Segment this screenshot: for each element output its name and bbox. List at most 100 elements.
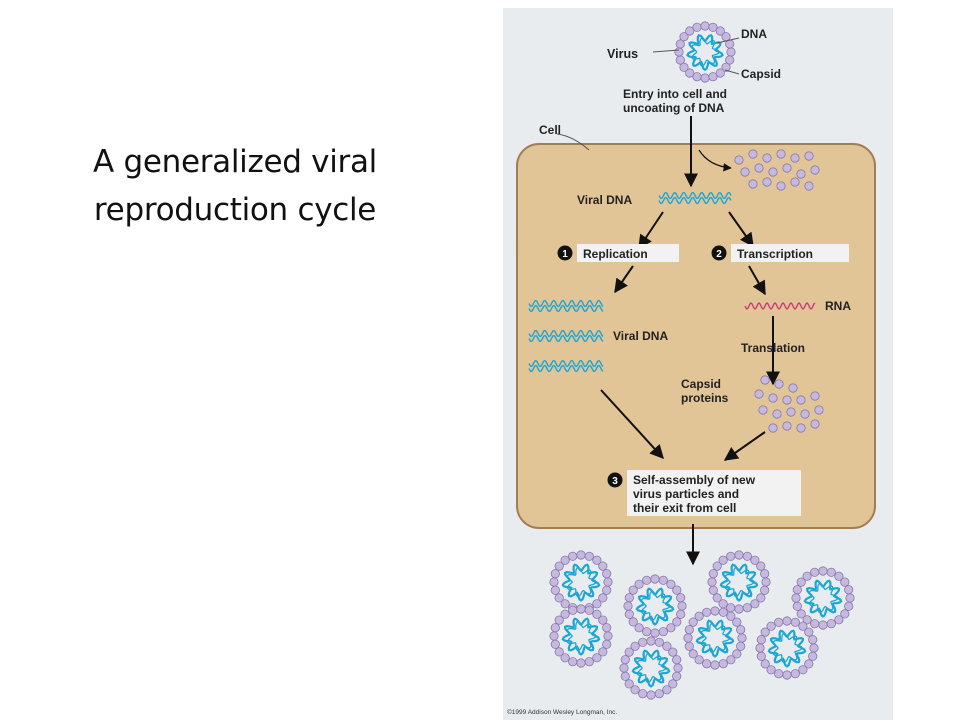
capsomere bbox=[620, 655, 630, 665]
capsomere bbox=[796, 169, 806, 179]
capsomere bbox=[676, 593, 686, 603]
capsomere bbox=[760, 585, 770, 595]
rna-strand bbox=[744, 302, 816, 310]
capsomere bbox=[598, 615, 608, 625]
viral-genome-coil bbox=[691, 37, 720, 67]
capsomere bbox=[576, 658, 586, 668]
capsomere bbox=[584, 551, 594, 561]
capsomere bbox=[642, 627, 652, 637]
capsomere bbox=[707, 577, 717, 587]
capsomere bbox=[666, 623, 676, 633]
capsomere bbox=[800, 409, 810, 419]
capsomere bbox=[568, 551, 578, 561]
capsomere bbox=[650, 574, 660, 584]
capsomere bbox=[685, 26, 695, 36]
capsomere bbox=[702, 607, 712, 617]
capsomere bbox=[603, 577, 613, 587]
viral-genome-coil bbox=[772, 632, 803, 664]
capsomere bbox=[774, 379, 784, 389]
capsomere bbox=[786, 407, 796, 417]
viral-genome-coil bbox=[686, 34, 724, 72]
capsomere bbox=[726, 611, 736, 621]
capsid-protein-cluster bbox=[754, 375, 824, 433]
step-1-number: 1 bbox=[562, 249, 568, 260]
capsomere bbox=[768, 393, 778, 403]
step-3-label-line-2: virus particles and bbox=[633, 487, 739, 501]
capsomere bbox=[662, 641, 672, 651]
capsomere bbox=[808, 635, 818, 645]
capsomere bbox=[684, 625, 694, 635]
capsomere bbox=[834, 615, 844, 625]
viral-genome-coil bbox=[566, 566, 597, 598]
capsomere bbox=[790, 669, 800, 679]
capsomere bbox=[702, 659, 712, 669]
proteins-to-assembly-arrow bbox=[723, 431, 766, 461]
dna-strand-line bbox=[528, 299, 604, 308]
capsomere bbox=[732, 617, 742, 627]
step-2-number: 2 bbox=[716, 249, 722, 260]
step-1-badge bbox=[557, 245, 573, 261]
progeny-virus bbox=[619, 636, 683, 700]
capsomere bbox=[790, 153, 800, 163]
progeny-virus bbox=[755, 616, 819, 680]
rna-label: RNA bbox=[825, 299, 851, 313]
cell-label: Cell bbox=[539, 123, 561, 137]
capsomere bbox=[804, 659, 814, 669]
capsomere bbox=[782, 616, 792, 626]
viral-cycle-diagram: Virus DNA Capsid Entry into cell and unc… bbox=[503, 8, 893, 720]
capsomere bbox=[774, 669, 784, 679]
capsomere bbox=[592, 609, 602, 619]
capsomere bbox=[758, 405, 768, 415]
capsomere bbox=[826, 567, 836, 577]
capsomere bbox=[756, 635, 766, 645]
step-2-box bbox=[731, 244, 849, 262]
capsomere bbox=[737, 633, 747, 643]
capsomere bbox=[802, 571, 812, 581]
capsomere bbox=[550, 569, 560, 579]
capsomere bbox=[638, 689, 648, 699]
capsomere bbox=[718, 607, 728, 617]
capsomere bbox=[598, 561, 608, 571]
capsomere bbox=[568, 605, 578, 615]
capsomere bbox=[672, 671, 682, 681]
capsomere bbox=[748, 179, 758, 189]
capsomere bbox=[592, 653, 602, 663]
capsomere bbox=[790, 177, 800, 187]
capsomere bbox=[782, 395, 792, 405]
copyright-text: ©1999 Addison Wesley Longman, Inc. bbox=[507, 708, 617, 716]
capsomere bbox=[754, 389, 764, 399]
capsomere bbox=[683, 633, 693, 643]
capsomere bbox=[677, 601, 687, 611]
capsomere bbox=[734, 604, 744, 614]
capsomere bbox=[766, 665, 776, 675]
capsomere bbox=[654, 689, 664, 699]
capsomere bbox=[834, 571, 844, 581]
capsomere bbox=[736, 625, 746, 635]
dna-strand-line bbox=[528, 364, 604, 373]
viral-genome-coil bbox=[803, 579, 843, 618]
capsomere bbox=[742, 603, 752, 613]
capsomere bbox=[576, 550, 586, 560]
capsomere bbox=[560, 555, 570, 565]
rna-strand-line bbox=[744, 302, 816, 310]
capsomere bbox=[672, 585, 682, 595]
capsomere bbox=[675, 55, 685, 65]
capsomere bbox=[750, 555, 760, 565]
capsomere bbox=[666, 579, 676, 589]
dna-leader-line bbox=[716, 37, 740, 44]
viral-dna-label-replicated: Viral DNA bbox=[613, 329, 668, 343]
dna-strand-line bbox=[658, 191, 732, 200]
entry-label-line-1: Entry into cell and bbox=[623, 87, 727, 101]
capsomere bbox=[630, 685, 640, 695]
capsomere bbox=[688, 617, 698, 627]
capsomere bbox=[642, 575, 652, 585]
capsomere bbox=[603, 631, 613, 641]
virus-leader-line bbox=[652, 49, 680, 53]
capsomere bbox=[708, 585, 718, 595]
capsomere bbox=[726, 655, 736, 665]
capsomere bbox=[619, 663, 629, 673]
capsomere bbox=[726, 47, 736, 57]
viral-genome-coil bbox=[695, 619, 735, 658]
cell-leader-line bbox=[556, 133, 590, 151]
transcription-arrow bbox=[748, 265, 766, 296]
